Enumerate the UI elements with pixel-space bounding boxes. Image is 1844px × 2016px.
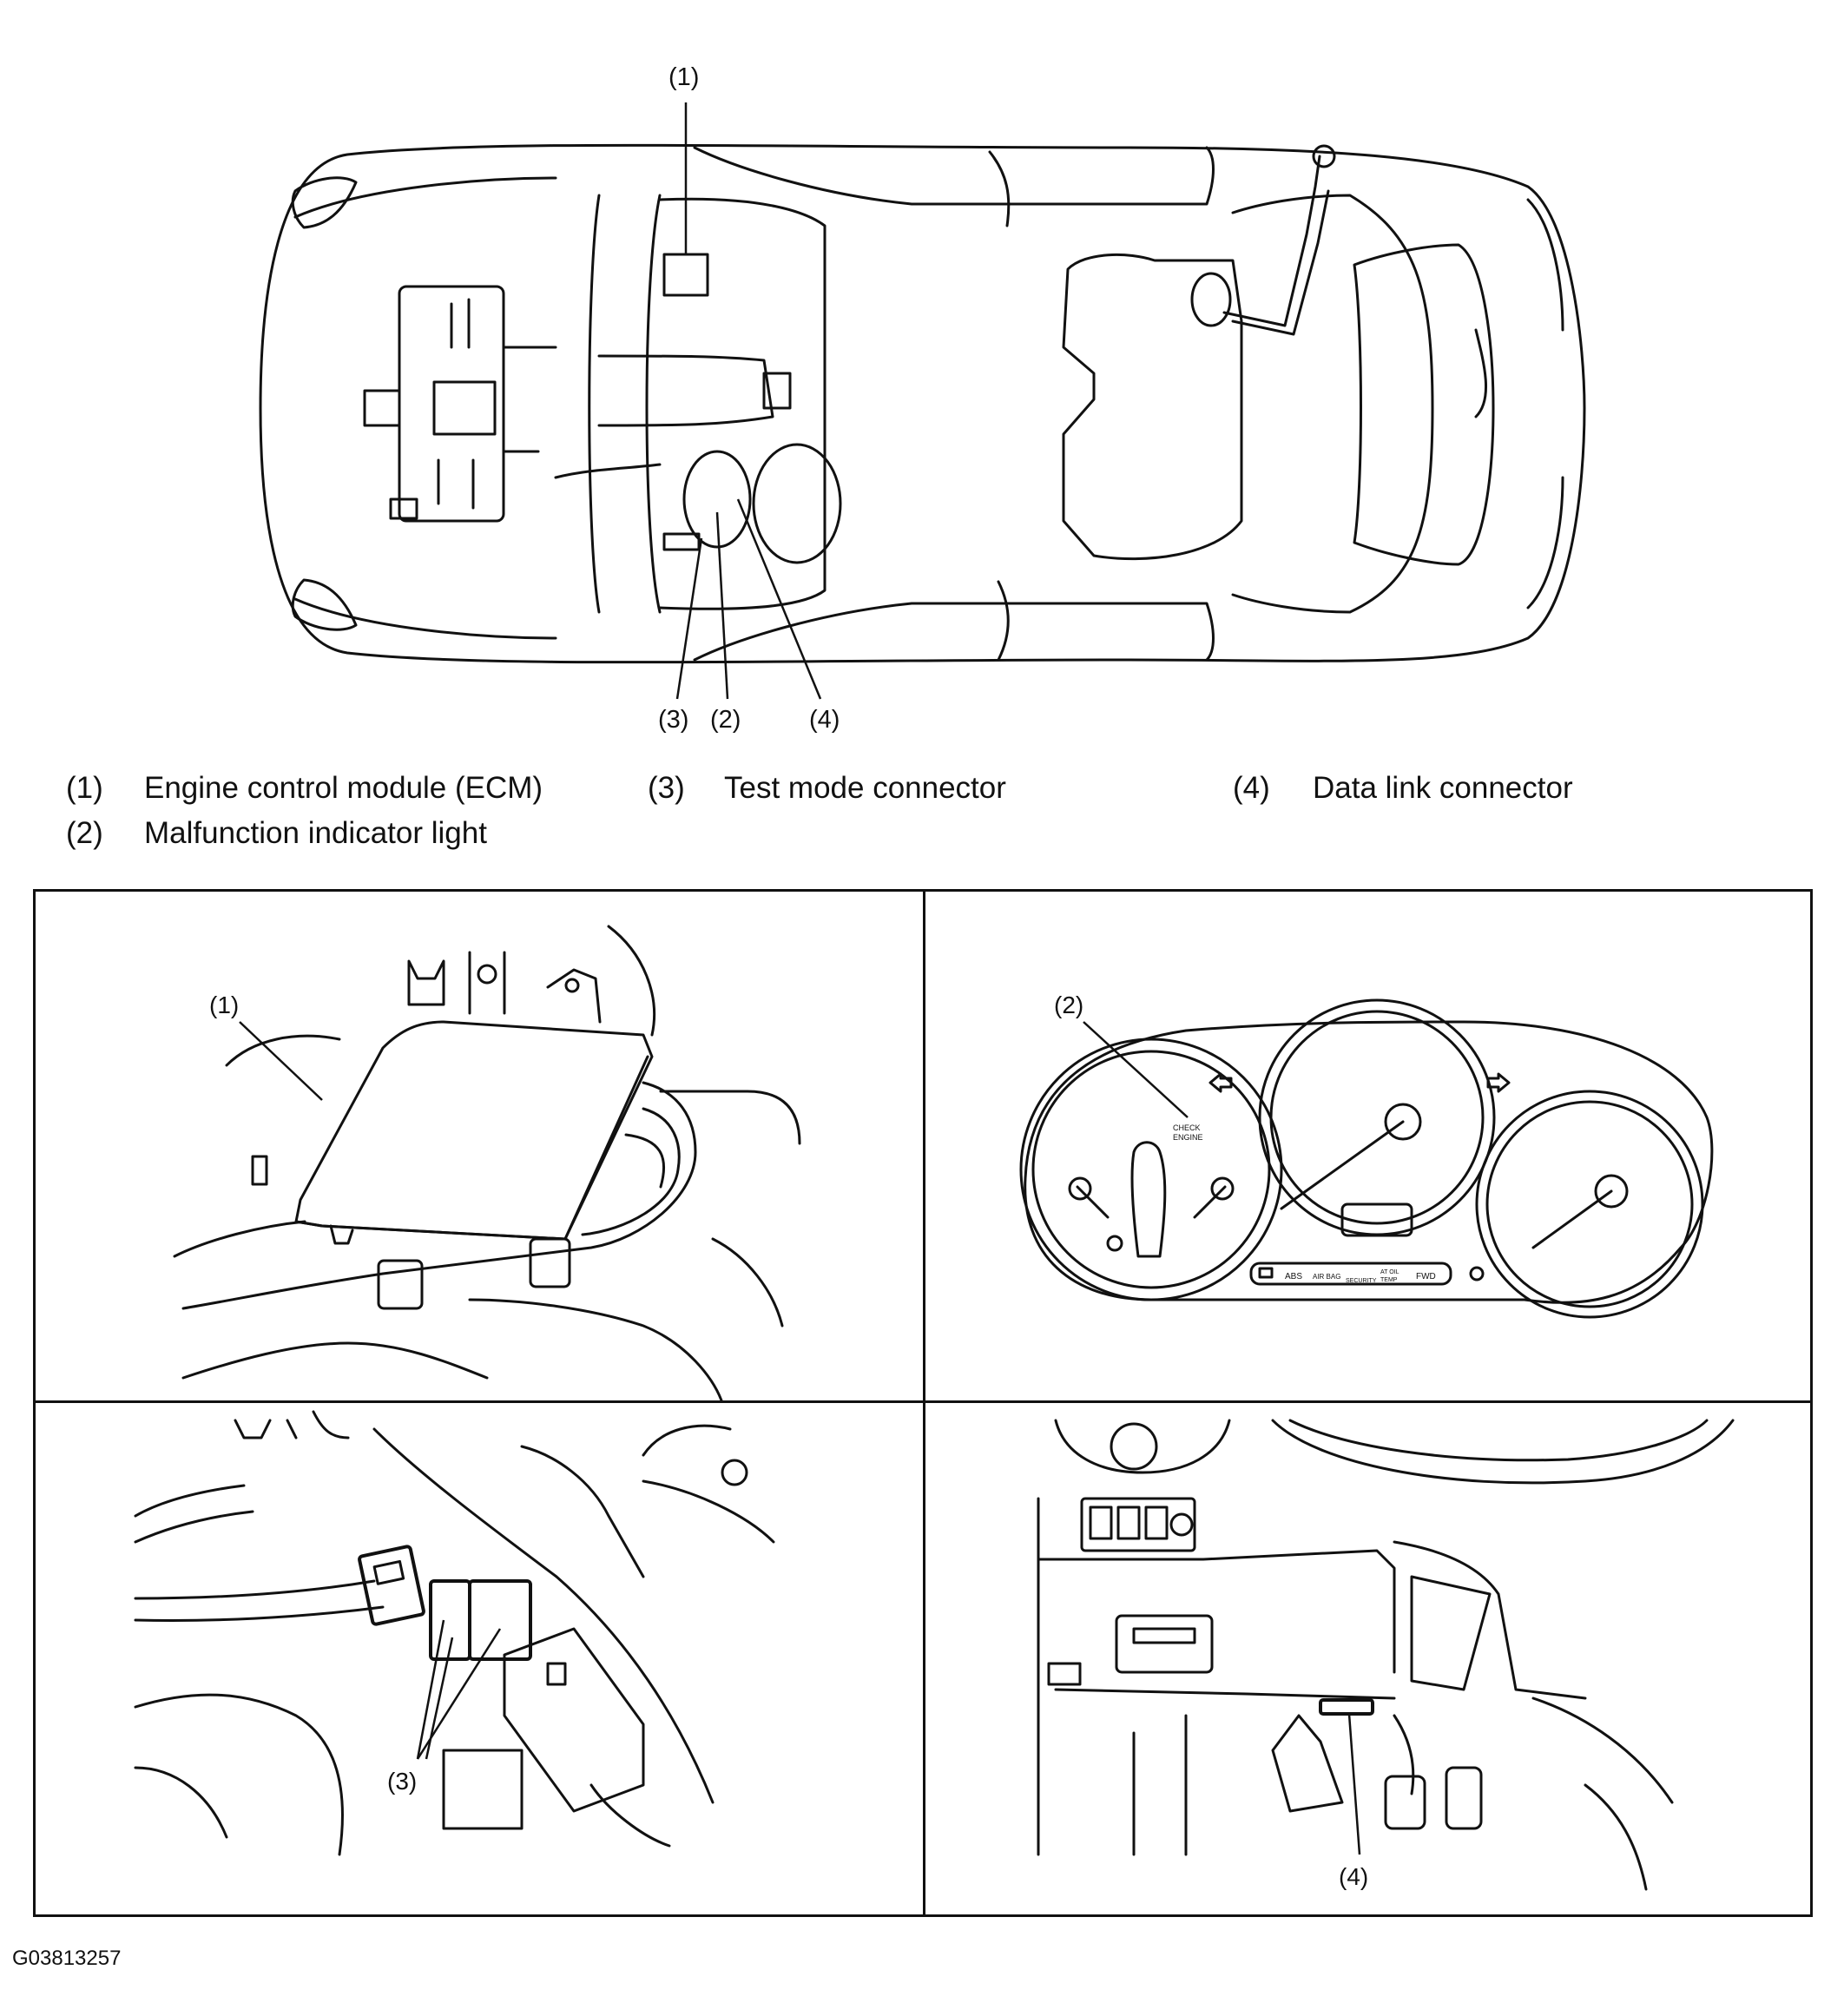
callout-data-link: (4): [809, 706, 840, 734]
turn-left-arrow-icon: [1208, 1072, 1233, 1093]
grid-divider-vertical: [923, 892, 925, 1914]
leader-line-data-link: [736, 498, 822, 700]
switch-panel: [1080, 1497, 1196, 1552]
legend-label: Engine control module (ECM): [144, 771, 543, 805]
ecm-illustration: (1): [173, 925, 801, 1400]
fwd-indicator: FWD: [1416, 1272, 1436, 1281]
panel-ecm: (1): [36, 892, 923, 1400]
callout-data-link-detail: (4): [1339, 1863, 1368, 1890]
leader-line-mil-detail: [1083, 1021, 1189, 1118]
battery-icon: [1258, 1267, 1274, 1279]
data-link-connector: [1319, 1698, 1374, 1716]
legend-label: Test mode connector: [724, 771, 1006, 805]
fuel-tank: [1062, 254, 1243, 561]
grid-divider-horizontal: [36, 1400, 1810, 1403]
detail-grid: (1): [33, 889, 1813, 1917]
callout-ecm-detail: (1): [209, 992, 239, 1018]
airbag-indicator: AIR BAG: [1313, 1273, 1340, 1281]
legend-number: (2): [66, 816, 103, 850]
legend-number: (1): [66, 771, 103, 805]
leader-line-ecm-detail: [239, 1021, 323, 1101]
brake-pedal: [1271, 1714, 1344, 1813]
callout-mil: (2): [710, 706, 741, 734]
callout-mil-detail: (2): [1054, 992, 1083, 1018]
accelerator-pedal: [1384, 1775, 1426, 1830]
at-oil-temp-indicator: TEMP: [1380, 1277, 1398, 1283]
ecm-location-box: [662, 253, 709, 297]
car-overview-diagram: (1) (3) (2) (4): [259, 63, 1586, 734]
headlight-right: [291, 578, 358, 631]
legend-number: (4): [1233, 771, 1270, 805]
legend-label: Malfunction indicator light: [144, 816, 487, 850]
steering-wheel: [752, 443, 842, 564]
callout-ecm: (1): [668, 63, 699, 91]
abs-indicator: ABS: [1285, 1272, 1302, 1281]
legend-number: (3): [648, 771, 685, 805]
wire-harness: [134, 1579, 385, 1622]
check-engine-label: ENGINE: [1173, 1133, 1203, 1142]
leader-line-test-mode-detail: [416, 1619, 445, 1760]
callout-test-mode: (3): [658, 706, 688, 734]
security-indicator: SECURITY: [1346, 1278, 1377, 1284]
callout-test-mode-detail: (3): [387, 1768, 417, 1795]
panel-data-link-connector: (4): [925, 1403, 1813, 1917]
ecm-unit: [294, 1020, 654, 1241]
headlight-left: [291, 176, 358, 229]
figure-id: G03813257: [12, 1947, 122, 1970]
turn-right-arrow-icon: [1486, 1072, 1511, 1093]
tach-gauge: [1019, 1038, 1283, 1301]
leader-line-test-mode: [675, 537, 703, 700]
legend-label: Data link connector: [1313, 771, 1573, 805]
mil-location: [682, 450, 752, 549]
leader-line-data-link-detail: [1347, 1713, 1361, 1855]
data-link-connector-illustration: (4): [1037, 1419, 1735, 1891]
warning-light-strip: [1249, 1262, 1452, 1286]
leader-line-test-mode-detail: [425, 1637, 454, 1760]
check-engine-label: CHECK: [1173, 1123, 1201, 1132]
panel-instrument-cluster: (2) CHECK ENGINE ABS AIR BAG SECURITY AT…: [925, 892, 1813, 1400]
instrument-cluster-illustration: (2) CHECK ENGINE ABS AIR BAG SECURITY AT…: [1019, 992, 1714, 1319]
fuel-temp-gauge: [1475, 1090, 1704, 1319]
steering-column: [597, 354, 774, 427]
test-mode-connector-location: [662, 532, 701, 551]
at-oil-temp-indicator: AT OIL: [1380, 1269, 1399, 1275]
car-body-outline: [259, 143, 1586, 664]
test-mode-connector: [358, 1545, 425, 1626]
test-mode-connector-illustration: (3): [134, 1410, 775, 1856]
leader-line-mil: [715, 511, 729, 700]
panel-test-mode-connector: (3): [36, 1403, 923, 1917]
wire-harness: [181, 1081, 697, 1310]
steering-wheel-rim: [1271, 1419, 1735, 1485]
